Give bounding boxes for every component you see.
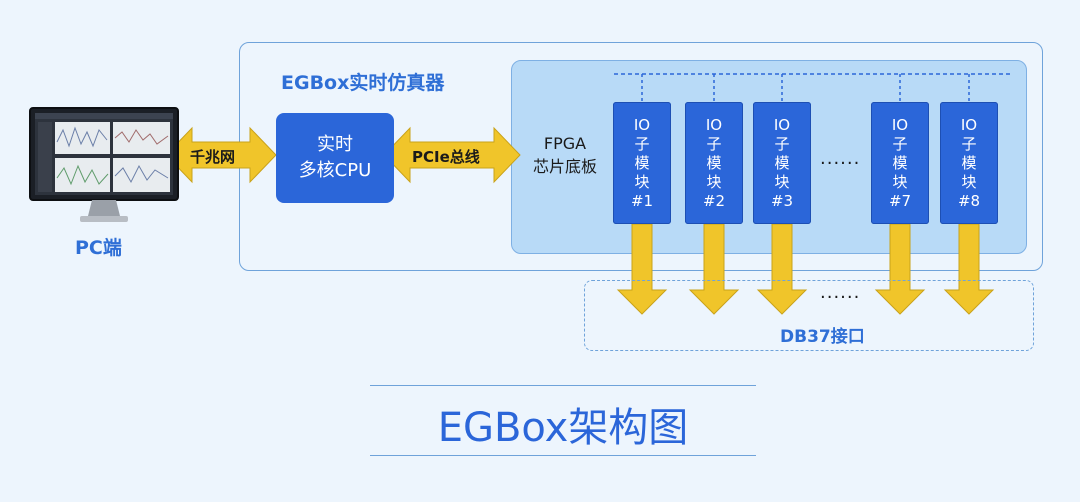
io-module-text: 模	[774, 153, 790, 172]
io-module-number: #8	[957, 191, 981, 210]
cpu-line-1: 实时	[317, 134, 353, 155]
io-module-number: #1	[630, 191, 654, 210]
link-pcie-arrow	[383, 126, 521, 184]
cpu-line-2: 多核CPU	[298, 160, 372, 181]
io-module-number: #7	[888, 191, 912, 210]
realtime-cpu-block: 实时 多核CPU	[276, 113, 394, 203]
io-module-1: IO 子 模 块 #1	[613, 102, 671, 224]
fpga-line-2: 芯片底板	[532, 157, 597, 176]
io-module-text: 子	[774, 134, 790, 153]
egbox-title: EGBox实时仿真器	[281, 72, 445, 94]
io-module-text: 模	[634, 153, 650, 172]
link-pcie-label: PCIe总线	[412, 148, 480, 166]
io-module-text: IO	[705, 115, 723, 134]
io-down-arrow-8	[943, 223, 995, 315]
io-module-text: 块	[774, 172, 790, 191]
io-module-text: IO	[960, 115, 978, 134]
io-module-number: #2	[702, 191, 726, 210]
title-rule-bottom	[370, 455, 756, 456]
link-pc-label: 千兆网	[190, 148, 236, 166]
fpga-line-1: FPGA	[543, 134, 587, 153]
io-module-text: IO	[633, 115, 651, 134]
db37-label: DB37接口	[780, 327, 865, 347]
db-ellipsis: ......	[820, 282, 861, 303]
io-module-text: 子	[634, 134, 650, 153]
pc-monitor-icon	[29, 107, 179, 222]
io-module-text: 块	[961, 172, 977, 191]
io-module-number: #3	[770, 191, 794, 210]
io-module-text: 子	[961, 134, 977, 153]
io-down-arrow-3	[756, 223, 808, 315]
io-module-text: 块	[706, 172, 722, 191]
fpga-label: FPGA 芯片底板	[522, 132, 608, 178]
io-ellipsis: ......	[820, 148, 861, 169]
io-down-arrow-7	[874, 223, 926, 315]
db37-interface-box	[584, 280, 1034, 351]
pc-label: PC端	[75, 237, 122, 259]
io-module-8: IO 子 模 块 #8	[940, 102, 998, 224]
io-module-7: IO 子 模 块 #7	[871, 102, 929, 224]
io-module-2: IO 子 模 块 #2	[685, 102, 743, 224]
io-module-text: 模	[961, 153, 977, 172]
io-module-text: 块	[634, 172, 650, 191]
io-module-text: 模	[706, 153, 722, 172]
io-down-arrow-1	[616, 223, 668, 315]
io-module-text: 子	[706, 134, 722, 153]
title-rule-top	[370, 385, 756, 386]
io-module-text: IO	[773, 115, 791, 134]
io-module-text: 模	[892, 153, 908, 172]
io-module-text: 块	[892, 172, 908, 191]
io-module-text: 子	[892, 134, 908, 153]
io-module-3: IO 子 模 块 #3	[753, 102, 811, 224]
io-module-text: IO	[891, 115, 909, 134]
io-down-arrow-2	[688, 223, 740, 315]
main-title: EGBox架构图	[437, 405, 689, 451]
